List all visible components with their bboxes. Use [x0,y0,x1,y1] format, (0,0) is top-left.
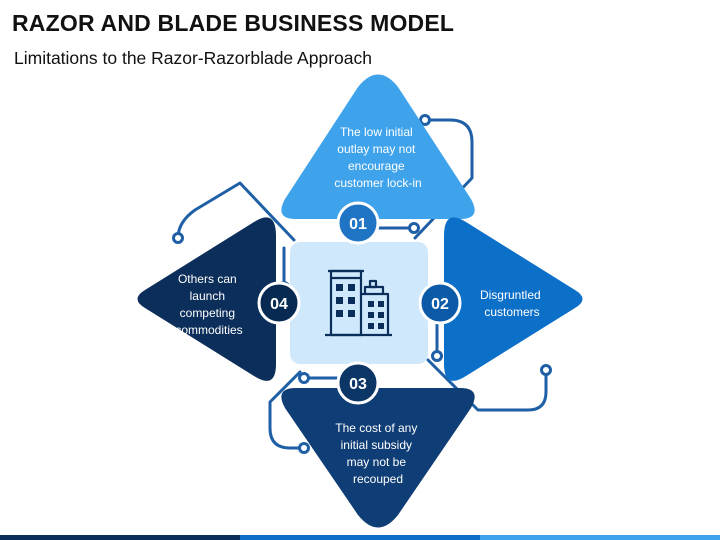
item-03-line-1: The cost of any [335,421,417,435]
number-02: 02 [431,296,449,313]
number-badge-02: 02 [418,281,462,325]
item-02-line-1: Disgruntled [480,288,541,302]
connector-dot-03b [298,372,310,384]
number-badge-03: 03 [336,361,380,405]
item-03-text: The cost of any initial subsidy may not … [335,421,420,486]
number-04: 04 [270,296,288,313]
triangle-01 [281,74,475,219]
triangle-04 [137,217,276,381]
connector-line-03 [268,370,304,450]
triangle-03 [281,388,475,528]
page-title: RAZOR AND BLADE BUSINESS MODEL [12,10,455,36]
bottom-stripe-3 [480,535,720,540]
number-badge-04: 04 [257,281,301,325]
number-03: 03 [349,376,367,393]
page-subtitle: Limitations to the Razor-Razorblade Appr… [14,48,372,68]
connector-dot-04a [172,232,184,244]
item-01-line-1: The low initial [340,125,413,139]
item-01-line-2: outlay may not [337,142,416,156]
connector-dot-01a [419,114,431,126]
connector-dot-02a [540,364,552,376]
bottom-accent-bar [0,535,720,540]
item-04-text: Others can launch competing commodities [175,272,242,337]
item-04-line-4: commodities [175,323,242,337]
connector-dots [172,114,552,454]
item-04-line-2: launch [190,289,225,303]
triangle-02 [444,217,583,381]
connector-dot-02b [431,350,443,362]
item-04-line-3: competing [180,306,235,320]
item-04-line-1: Others can [178,272,237,286]
number-badge-01: 01 [336,201,380,245]
center-square [290,242,428,364]
item-02-text: Disgruntled customers [480,288,544,319]
item-01-line-4: customer lock-in [334,176,421,190]
bottom-stripe-1 [0,535,240,540]
bottom-stripe-2 [240,535,480,540]
item-01-text: The low initial outlay may not encourage… [334,125,421,190]
item-01-line-3: encourage [348,159,405,173]
item-03-line-2: initial subsidy [341,438,412,452]
item-02-line-2: customers [484,305,539,319]
connector-line-01 [413,118,474,240]
item-03-line-3: may not be [347,455,407,469]
connector-dot-01b [408,222,420,234]
connector-dot-03a [298,442,310,454]
item-03-line-4: recouped [353,472,403,486]
connector-line-04 [176,181,296,242]
connector-line-02 [426,358,548,412]
building-icon [325,269,392,337]
number-01: 01 [349,216,367,233]
